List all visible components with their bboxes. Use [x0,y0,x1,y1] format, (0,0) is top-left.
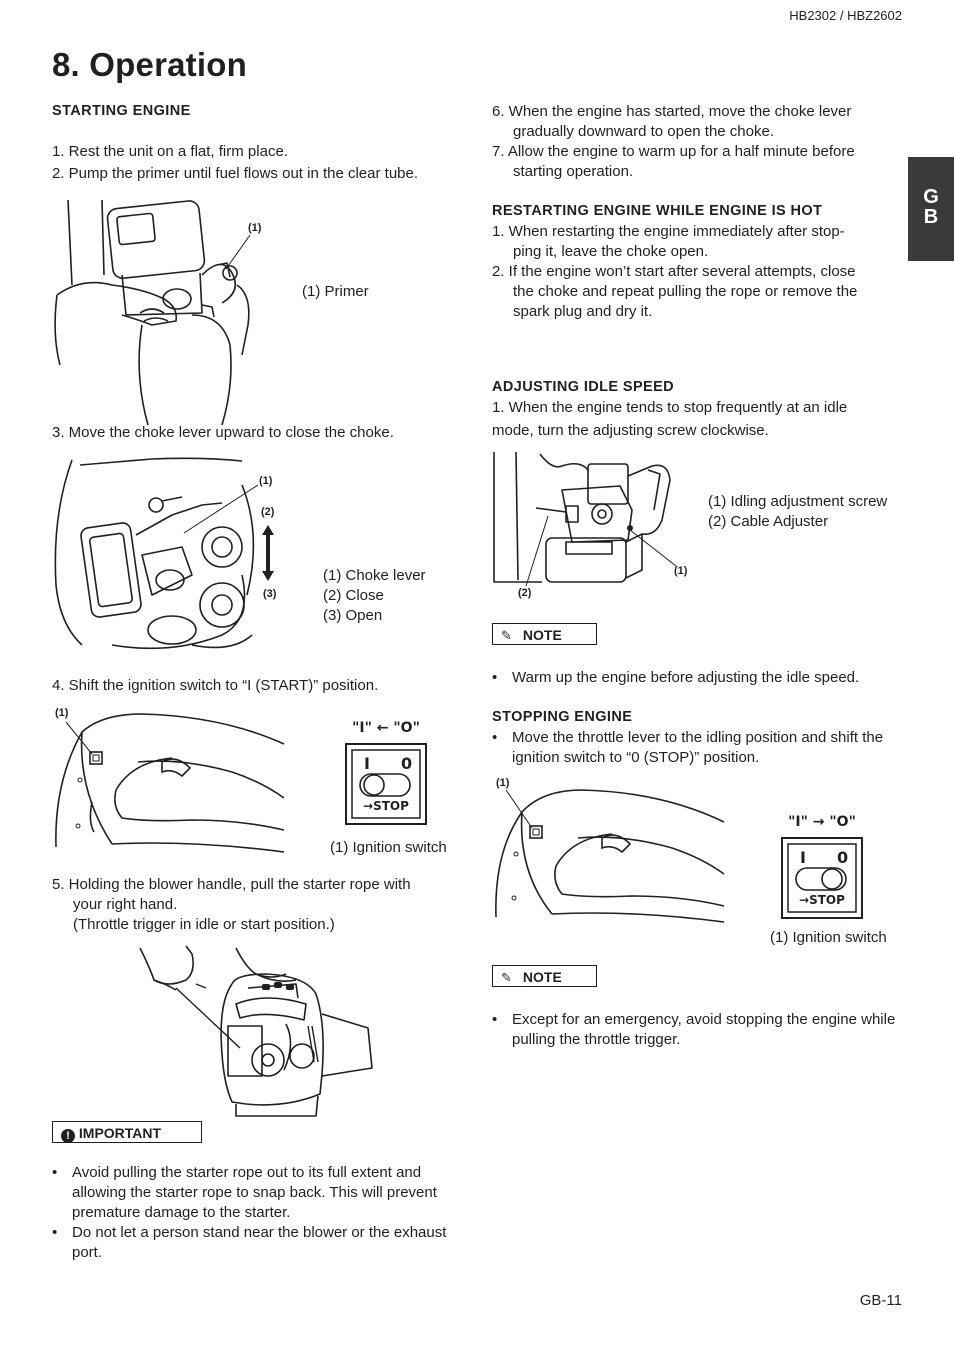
fig4-caption-2: (2) Cable Adjuster [708,513,829,530]
lang-letter-1: G [923,186,939,208]
lang-letter-2: B [923,206,939,228]
starting-engine-heading: STARTING ENGINE [52,103,191,119]
idle-adjustment-illustration: (1) (2) [493,451,688,599]
fig1-caption: (1) Primer [302,283,369,300]
fig5-callout: (1) [496,777,510,789]
step-7-line-1: 7. Allow the engine to warm up for a hal… [492,143,855,160]
fig3-caption: (1) Ignition switch [330,839,447,856]
fig2-callout-2: (2) [261,506,275,518]
note-1-bullet: •Warm up the engine before adjusting the… [492,668,904,688]
fig3-callout: (1) [55,707,69,719]
note-icon-2: ✎ [501,970,512,985]
ignition-stop-illustration: (1) [495,777,725,923]
note-label-1: NOTE [522,627,562,643]
idle-1-line-1: 1. When the engine tends to stop frequen… [492,399,848,416]
page-title: 8. Operation [52,46,247,83]
restart-2-line-1: 2. If the engine won’t start after sever… [492,263,856,280]
step-4: 4. Shift the ignition switch to “I (STAR… [52,677,379,694]
fig2-callout-1: (1) [259,475,273,487]
note-label-2: NOTE [522,969,562,985]
fig5-switch-stop: →STOP [799,893,845,907]
choke-lever-illustration: (1) (2) (3) [54,457,277,650]
important-bullet-1-text: Avoid pulling the starter rope out to it… [72,1164,437,1221]
fig4-caption-1: (1) Idling adjustment screw [708,493,888,510]
primer-illustration: (1) [54,199,262,426]
fig5-switch-o: 0 [837,848,848,867]
fig2-caption-1: (1) Choke lever [323,567,426,584]
ignition-start-illustration: (1) [55,707,285,853]
restart-1-line-2: ping it, leave the choke open. [513,243,709,260]
restart-2-line-2: the choke and repeat pulling the rope or… [513,283,858,300]
restart-1-line-1: 1. When restarting the engine immediatel… [492,223,845,240]
note-icon: ✎ [501,628,512,643]
note-2-bullet: •Except for an emergency, avoid stopping… [492,1010,904,1050]
important-bullet-2: •Do not let a person stand near the blow… [52,1223,464,1263]
fig3-switch-title: "I" ← "O" [352,720,420,736]
starter-rope-illustration [139,945,373,1117]
step-1: 1. Rest the unit on a flat, firm place. [52,143,288,160]
ignition-switch-start-icon: "I" ← "O" I 0 →STOP [345,720,427,825]
step-2: 2. Pump the primer until fuel flows out … [52,165,419,182]
step-6-line-2: gradually downward to open the choke. [513,123,775,140]
fig3-switch-o: 0 [401,754,412,773]
fig1-callout: (1) [248,222,262,234]
restart-2-line-3: spark plug and dry it. [513,303,653,320]
important-bullet-2-text: Do not let a person stand near the blowe… [72,1224,447,1261]
step-7-line-2: starting operation. [513,163,634,180]
stopping-heading: STOPPING ENGINE [492,709,633,725]
important-bullet-1: •Avoid pulling the starter rope out to i… [52,1163,464,1223]
stopping-bullet: •Move the throttle lever to the idling p… [492,728,904,768]
idle-speed-heading: ADJUSTING IDLE SPEED [492,379,675,395]
step-6-line-1: 6. When the engine has started, move the… [492,103,852,120]
language-tab: G B [908,157,954,261]
restarting-heading: RESTARTING ENGINE WHILE ENGINE IS HOT [492,203,823,219]
fig4-callout-1: (1) [674,565,688,577]
fig2-caption-3: (3) Open [323,607,383,624]
idle-1-line-2: mode, turn the adjusting screw clockwise… [492,422,769,439]
stopping-bullet-text: Move the throttle lever to the idling po… [512,729,884,766]
fig2-caption-2: (2) Close [323,587,384,604]
fig4-callout-2: (2) [518,587,532,599]
fig5-caption: (1) Ignition switch [770,929,887,946]
step-5-line-1: 5. Holding the blower handle, pull the s… [52,876,411,893]
important-label-box: ! IMPORTANT [52,1121,202,1143]
fig5-switch-i: I [800,848,806,867]
ignition-switch-stop-icon: "I" → "O" I 0 →STOP [781,814,863,919]
note-1-bullet-text: Warm up the engine before adjusting the … [512,669,860,686]
step-5-line-3: (Throttle trigger in idle or start posit… [73,916,335,933]
note-box-2: ✎ NOTE [492,965,597,987]
note-2-bullet-text: Except for an emergency, avoid stopping … [512,1011,896,1048]
note-box-1: ✎ NOTE [492,623,597,645]
model-number: HB2302 / HBZ2602 [789,8,902,23]
warning-icon: ! [61,1129,75,1143]
fig3-switch-i: I [364,754,370,773]
step-5-line-2: your right hand. [73,896,178,913]
fig3-switch-stop: →STOP [363,799,409,813]
fig2-callout-3: (3) [263,588,277,600]
page-number: GB-11 [859,1292,902,1309]
step-3: 3. Move the choke lever upward to close … [52,424,394,441]
important-label: IMPORTANT [78,1125,162,1141]
fig5-switch-title: "I" → "O" [788,814,856,830]
